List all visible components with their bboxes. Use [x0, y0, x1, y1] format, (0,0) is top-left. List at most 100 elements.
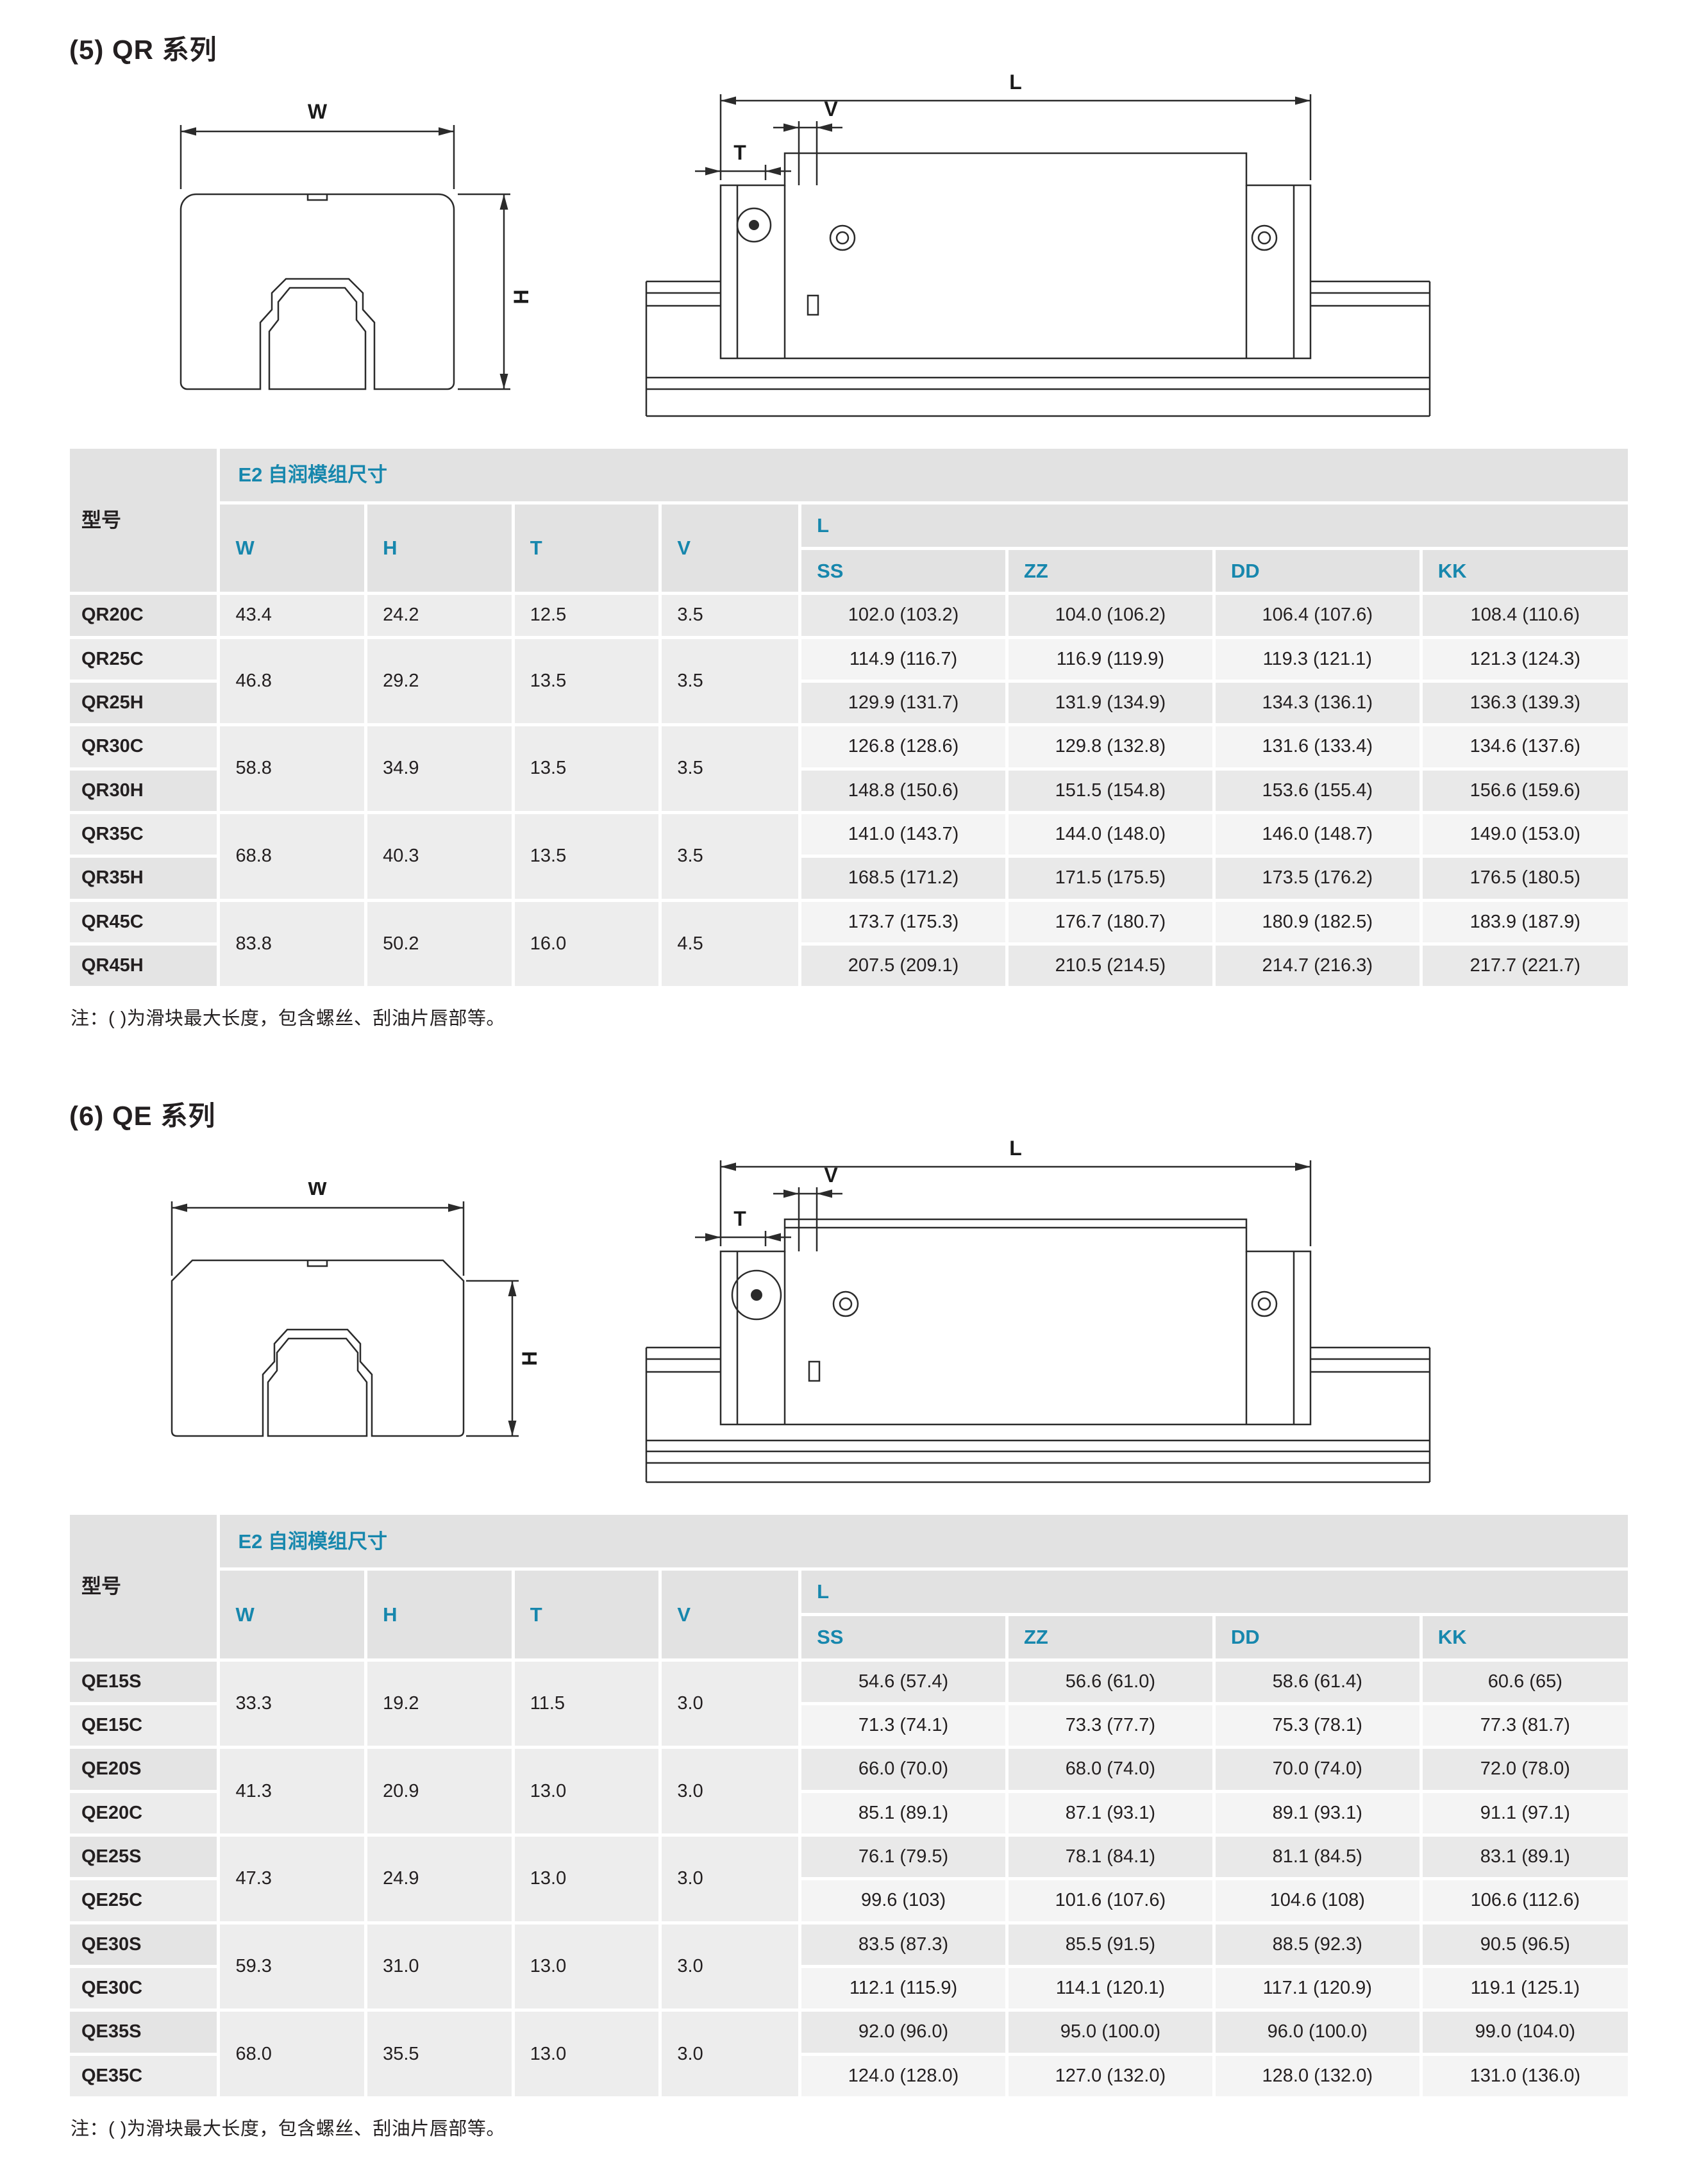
t-dim-label: T: [733, 141, 746, 164]
length-cell: 131.9 (134.9): [1008, 682, 1212, 724]
length-cell: 131.6 (133.4): [1215, 726, 1419, 767]
model-cell: QR45C: [70, 901, 217, 943]
dimension-cell: 3.5: [662, 814, 799, 899]
v-dim-label: V: [824, 97, 838, 121]
model-cell: QE25S: [70, 1837, 217, 1878]
model-cell: QR30H: [70, 770, 217, 811]
dimension-cell: 59.3: [220, 1924, 365, 2009]
length-cell: 83.5 (87.3): [801, 1924, 1005, 1966]
length-cell: 168.5 (171.2): [801, 858, 1005, 899]
dimension-cell: 13.5: [514, 726, 659, 811]
col-header-kk: KK: [1422, 1616, 1628, 1658]
mount-hole-right: [1251, 224, 1278, 251]
qe-table-note: 注：( )为滑块最大长度，包含螺丝、刮油片唇部等。: [71, 2119, 505, 2140]
dimension-cell: 20.9: [367, 1749, 512, 1834]
length-cell: 96.0 (100.0): [1215, 2012, 1419, 2053]
length-cell: 119.3 (121.1): [1215, 639, 1419, 680]
col-header-zz: ZZ: [1008, 1616, 1212, 1658]
model-cell: QR20C: [70, 595, 217, 636]
length-cell: 116.9 (119.9): [1008, 639, 1212, 680]
length-cell: 210.5 (214.5): [1008, 946, 1212, 987]
model-cell: QR45H: [70, 946, 217, 987]
model-cell: QE20C: [70, 1792, 217, 1834]
length-cell: 114.1 (120.1): [1008, 1968, 1212, 2009]
dimension-cell: 13.0: [514, 1837, 659, 1921]
side-port: [808, 1361, 821, 1382]
dimension-cell: 58.8: [220, 726, 365, 811]
block-outline: [171, 1260, 465, 1437]
qr-dimensions-table: 型号 E2 自润模组尺寸 W H T V L SS ZZ DD KK QR20C…: [67, 446, 1631, 989]
length-cell: 144.0 (148.0): [1008, 814, 1212, 855]
length-cell: 70.0 (74.0): [1215, 1749, 1419, 1790]
dimension-cell: 50.2: [367, 901, 512, 987]
model-cell: QR35C: [70, 814, 217, 855]
dimension-cell: 3.0: [662, 1924, 799, 2009]
length-cell: 78.1 (84.1): [1008, 1837, 1212, 1878]
col-header-t: T: [514, 1571, 659, 1658]
rail-profile: [267, 1338, 368, 1437]
length-cell: 76.1 (79.5): [801, 1837, 1005, 1878]
length-cell: 77.3 (81.7): [1422, 1705, 1628, 1746]
col-header-v: V: [662, 505, 799, 592]
dimension-cell: 13.5: [514, 814, 659, 899]
length-cell: 146.0 (148.7): [1215, 814, 1419, 855]
length-cell: 127.0 (132.0): [1008, 2055, 1212, 2097]
model-cell: QR35H: [70, 858, 217, 899]
dimension-cell: 3.0: [662, 2012, 799, 2097]
mount-hole-left: [832, 1291, 859, 1317]
model-column-header: 型号: [70, 449, 217, 592]
col-header-zz: ZZ: [1008, 549, 1212, 592]
dimension-cell: 19.2: [367, 1661, 512, 1746]
length-cell: 171.5 (175.5): [1008, 858, 1212, 899]
col-header-ss: SS: [801, 549, 1005, 592]
top-oil-port: [306, 194, 328, 201]
model-cell: QE25C: [70, 1880, 217, 1921]
dimension-cell: 4.5: [662, 901, 799, 987]
length-cell: 117.1 (120.9): [1215, 1968, 1419, 2009]
dimension-cell: 46.8: [220, 639, 365, 724]
length-cell: 85.1 (89.1): [801, 1792, 1005, 1834]
grease-nipple: [736, 207, 772, 243]
dimension-cell: 13.0: [514, 2012, 659, 2097]
length-cell: 129.9 (131.7): [801, 682, 1005, 724]
qr-front-view-diagram: W H: [180, 100, 533, 390]
qe-front-view-diagram: W H: [171, 1182, 541, 1437]
dimension-cell: 31.0: [367, 1924, 512, 2009]
length-cell: 83.1 (89.1): [1422, 1837, 1628, 1878]
col-header-w: W: [220, 1571, 365, 1658]
length-cell: 176.7 (180.7): [1008, 901, 1212, 943]
dimension-cell: 13.0: [514, 1924, 659, 2009]
length-cell: 217.7 (221.7): [1422, 946, 1628, 987]
col-header-dd: DD: [1215, 1616, 1419, 1658]
dimension-cell: 16.0: [514, 901, 659, 987]
length-cell: 87.1 (93.1): [1008, 1792, 1212, 1834]
col-header-kk: KK: [1422, 549, 1628, 592]
length-cell: 126.8 (128.6): [801, 726, 1005, 767]
length-cell: 106.4 (107.6): [1215, 595, 1419, 636]
dimension-cell: 43.4: [220, 595, 365, 636]
block-outline: [180, 193, 455, 390]
length-cell: 119.1 (125.1): [1422, 1968, 1628, 2009]
rail-profile: [268, 287, 367, 390]
h-dim-label: H: [510, 289, 533, 304]
model-column-header: 型号: [70, 1515, 217, 1658]
top-oil-port: [306, 1260, 328, 1267]
model-cell: QE20S: [70, 1749, 217, 1790]
col-header-ss: SS: [801, 1616, 1005, 1658]
length-cell: 128.0 (132.0): [1215, 2055, 1419, 2097]
length-cell: 124.0 (128.0): [801, 2055, 1005, 2097]
length-cell: 151.5 (154.8): [1008, 770, 1212, 811]
length-cell: 104.0 (106.2): [1008, 595, 1212, 636]
qr-table-note: 注：( )为滑块最大长度，包含螺丝、刮油片唇部等。: [71, 1008, 505, 1030]
e2-module-group-header: E2 自润模组尺寸: [220, 449, 1628, 501]
length-cell: 88.5 (92.3): [1215, 1924, 1419, 1966]
